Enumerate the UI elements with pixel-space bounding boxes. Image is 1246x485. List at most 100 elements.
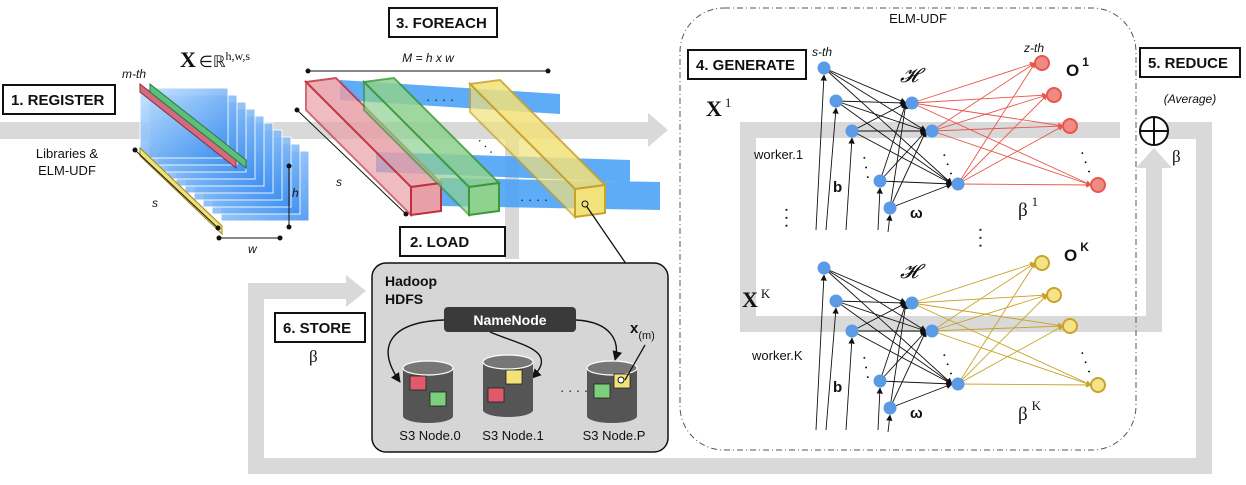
reduce-beta: β — [1172, 147, 1181, 166]
cylinder-node-1-block — [487, 387, 505, 403]
input-hidden-edge — [835, 300, 953, 385]
cylinder-node-1-lid — [482, 354, 534, 370]
input-hidden-edge — [823, 267, 907, 304]
svg-text:4. GENERATE: 4. GENERATE — [696, 57, 795, 74]
input-hidden-edge — [879, 102, 908, 182]
input-hidden-edge — [823, 67, 953, 185]
input-hidden-edge — [889, 330, 927, 409]
input-node — [883, 401, 897, 415]
right-return-band — [1196, 122, 1212, 474]
input-hidden-edge — [823, 67, 927, 132]
tensor-dim-lines — [132, 147, 292, 241]
bias-edge — [876, 187, 883, 231]
s3-node-0: S3 Node.0 — [399, 428, 460, 443]
tensor-slice-label: m-th — [122, 67, 146, 81]
elm-title: ELM-UDF — [889, 11, 947, 26]
slice-green-front — [468, 181, 500, 217]
hidden-output-edge — [911, 261, 1036, 304]
elm-vertical-band — [740, 138, 756, 323]
worker1-hidden-symbol: 𝓗 — [900, 63, 926, 87]
workerK-network: · · ·· · ·· · · — [815, 255, 1106, 433]
input-hidden-edge — [879, 180, 953, 187]
hidden-output-edge — [957, 94, 1048, 185]
bias-edge — [886, 414, 893, 433]
cylinder-node-p-block — [593, 383, 611, 399]
step-foreach: 3. FOREACH — [388, 7, 498, 38]
step-register: 1. REGISTER — [2, 84, 116, 115]
workerK-flow-band — [740, 316, 1160, 332]
input-node — [883, 201, 897, 215]
workerK-weight: ω — [910, 405, 923, 422]
output-node — [1090, 177, 1106, 193]
workerK-label: worker.K — [751, 348, 803, 363]
bias-edge — [815, 274, 827, 431]
reduce-operator — [1139, 116, 1169, 146]
hidden-output-edge — [911, 302, 1092, 386]
left-up-band — [248, 283, 264, 474]
svg-text:6. STORE: 6. STORE — [283, 320, 351, 337]
store-in-band — [248, 283, 348, 299]
slice-yellow-side — [469, 81, 576, 220]
namenode-box — [444, 307, 576, 332]
hidden-output-edge — [957, 262, 1036, 385]
hidden-output-edge — [931, 93, 1048, 132]
hidden-output-edge — [957, 62, 1036, 185]
input-hidden-edge — [889, 102, 909, 209]
worker1-input-node-label: s-th — [812, 45, 832, 59]
hidden-output-edge — [957, 125, 1064, 185]
output-node — [1046, 87, 1062, 103]
bias-edge — [886, 214, 893, 233]
hidden-output-edge — [957, 382, 1092, 388]
input-hidden-edge — [851, 302, 907, 332]
step-reduce: 5. REDUCE — [1139, 47, 1241, 78]
namenode-label: NameNode — [473, 312, 546, 328]
cylinder-node-p-base — [587, 409, 637, 423]
slice-red-front — [410, 181, 442, 217]
input-hidden-edge — [889, 130, 927, 209]
foreach-dots-bottom: · · · · — [520, 192, 548, 207]
input-hidden-edge — [823, 267, 927, 332]
slice-red-side — [305, 79, 412, 218]
worker1-label: worker.1 — [753, 147, 803, 162]
hidden-output-edge — [911, 102, 1064, 128]
bias-edge — [845, 137, 855, 231]
hidden-output-edge — [957, 182, 1092, 188]
hidden-output-edge — [911, 292, 1048, 304]
hidden-node — [905, 296, 919, 310]
input-dots: · · · — [856, 154, 877, 181]
hidden-node — [905, 96, 919, 110]
hidden-output-edge — [931, 262, 1036, 332]
hidden-output-edge — [931, 330, 1092, 386]
worker1-network: · · ·· · ·· · · — [815, 55, 1106, 233]
output-node — [1034, 255, 1050, 271]
input-hidden-edge — [879, 302, 908, 382]
input-node — [845, 124, 859, 138]
cylinder-node-0-block — [429, 391, 447, 407]
hdfs-cluster: Hadoop HDFS NameNode · · · · S3 Node.0 S… — [371, 262, 669, 453]
svg-text:5. REDUCE: 5. REDUCE — [1148, 55, 1228, 72]
input-hidden-edge — [835, 299, 907, 306]
hidden-output-edge — [911, 92, 1048, 104]
input-hidden-edge — [835, 100, 953, 185]
worker1-bias: b — [833, 179, 842, 196]
register-note-line1: Libraries & — [36, 146, 98, 161]
input-node — [845, 324, 859, 338]
output-node — [1062, 118, 1078, 134]
bias-edge — [815, 74, 827, 231]
hidden-output-edge — [957, 294, 1048, 385]
bottom-return-band — [248, 458, 1212, 474]
input-hidden-edge — [889, 183, 953, 209]
tensor-set-label: X∈ℝh,w,s — [180, 47, 250, 72]
output-node — [1090, 377, 1106, 393]
slice-green-side — [363, 79, 470, 218]
foreach-formula: M = h x w — [402, 51, 455, 65]
hidden-node — [951, 377, 965, 391]
reduce-rise-band — [1146, 160, 1162, 332]
elm-udf-region: ELM-UDF — [679, 7, 1137, 451]
input-hidden-edge — [835, 99, 907, 106]
